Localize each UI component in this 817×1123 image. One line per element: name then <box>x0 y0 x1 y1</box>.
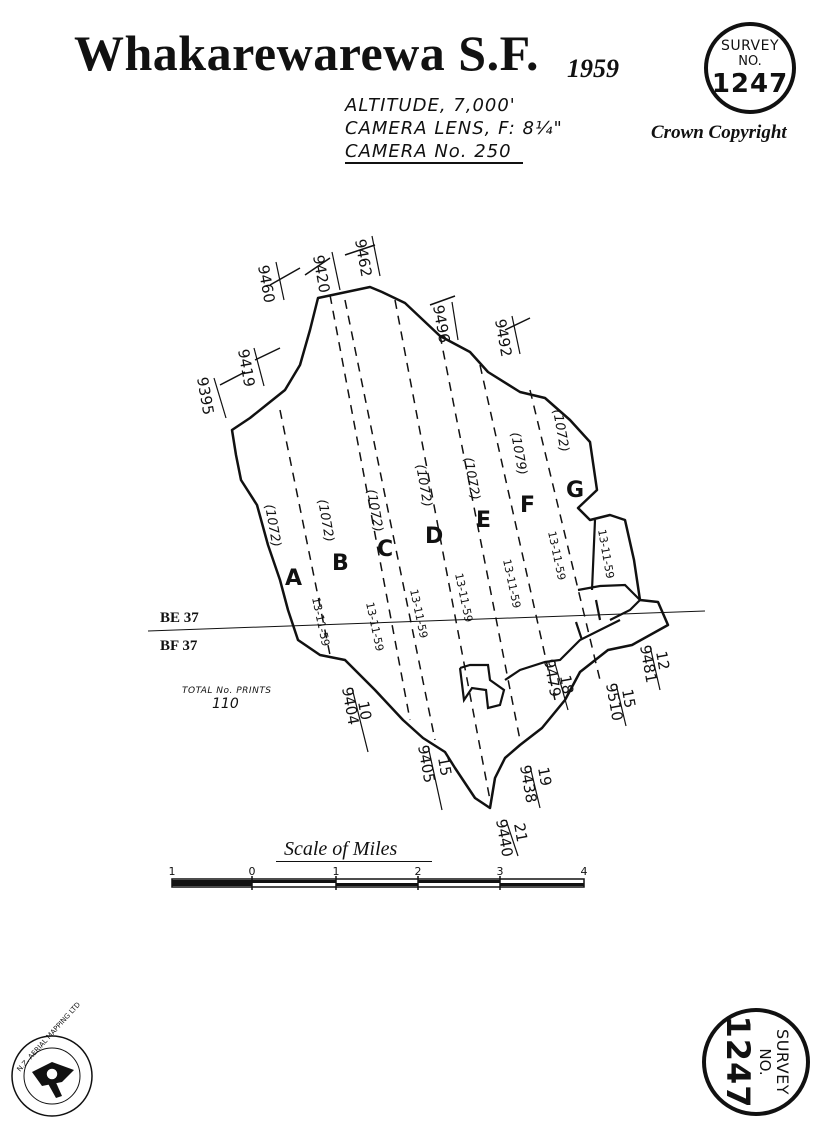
print-count-21: 21 <box>510 822 531 844</box>
crown-copyright: Crown Copyright <box>651 122 787 143</box>
print-number-9419: 9419 <box>234 348 258 389</box>
run-letter-b: B <box>332 551 349 576</box>
survey-badge-label: SURVEY <box>773 1029 792 1095</box>
scale-tick-1: 1 <box>333 865 340 878</box>
survey-badge-no: NO. <box>738 54 762 69</box>
print-count-19: 19 <box>534 766 555 788</box>
sheet-boundary-line <box>147 610 706 632</box>
flight-date-3: 13-11-59 <box>407 588 430 640</box>
map-year: 1959 <box>567 54 619 83</box>
scale-bar-segment <box>500 883 584 886</box>
scale-label: Scale of Miles <box>284 838 398 860</box>
scale-label-underline <box>276 861 432 862</box>
camera-number-text: CAMERA No. 250 <box>345 141 512 162</box>
map-title: Whakarewarewa S.F. <box>74 25 540 81</box>
scale-bar-segment <box>172 880 252 886</box>
survey-badge-bottom: SURVEY NO. 1247 <box>702 1008 810 1116</box>
run-heights: (1072) (1072) (1072) (1072) (1072) (1079… <box>261 408 571 548</box>
sheet-label-be: BE 37 <box>160 610 199 626</box>
scale-bar: 1 0 1 2 3 4 <box>169 865 588 890</box>
run-letter-a: A <box>285 566 302 591</box>
run-letter-d: D <box>425 524 443 549</box>
sheet-label-bf: BF 37 <box>160 638 198 654</box>
scale-tick-4: 4 <box>581 865 588 878</box>
scale-tick-3: 3 <box>497 865 504 878</box>
run-height-a: (1072) <box>261 503 283 548</box>
flight-runs <box>279 294 601 801</box>
total-prints-label: TOTAL No. PRINTS <box>182 686 272 696</box>
print-number-9462: 9462 <box>351 238 375 279</box>
run-letter-g: G <box>566 478 584 503</box>
flight-date-1: 13-11-59 <box>309 596 332 648</box>
scale-tick-1-left: 1 <box>169 865 176 878</box>
camera-lens-text: CAMERA LENS, F: 8¼" <box>345 118 563 139</box>
bottom-print-numbers: 9404 10 9405 15 9440 21 9438 19 9479 18 … <box>338 644 673 859</box>
compartment-boundary <box>458 519 641 710</box>
survey-badge-no: NO. <box>756 1048 774 1076</box>
forest-boundary <box>230 285 670 810</box>
print-number-9492: 9492 <box>491 318 515 359</box>
run-height-b: (1072) <box>314 498 336 543</box>
bottom-print-rules <box>351 645 661 857</box>
survey-badge-top: SURVEY NO. 1247 <box>704 22 796 114</box>
total-prints-value: 110 <box>212 696 239 712</box>
print-number-9460: 9460 <box>254 264 278 305</box>
print-count-15b: 15 <box>618 688 639 710</box>
top-print-numbers: 9395 9419 9460 9420 9462 9496 9492 <box>193 238 515 417</box>
scale-tick-2: 2 <box>415 865 422 878</box>
print-count-18: 18 <box>556 674 577 696</box>
run-letters: A B C D E F G <box>285 478 584 591</box>
scale-bar-segment <box>252 880 336 883</box>
survey-badge-number: 1247 <box>711 69 789 99</box>
print-number-9496: 9496 <box>429 304 453 345</box>
run-letter-f: F <box>520 493 535 518</box>
print-count-15a: 15 <box>434 756 455 778</box>
aerial-mapping-logo <box>11 1035 93 1117</box>
flight-date-5: 13-11-59 <box>500 558 523 610</box>
run-height-g: (1072) <box>549 408 571 453</box>
flight-date-6: 13-11-59 <box>545 530 568 582</box>
run-height-d: (1072) <box>412 463 434 508</box>
scale-bar-segment <box>336 883 418 886</box>
print-count-12: 12 <box>652 650 673 672</box>
specs-underline <box>345 162 523 164</box>
logo-text: N.Z. AERIAL MAPPING LTD <box>16 1001 83 1074</box>
survey-badge-label: SURVEY <box>720 38 780 54</box>
survey-badge-number: 1247 <box>719 1015 757 1109</box>
flight-dates: 13-11-59 13-11-59 13-11-59 13-11-59 13-1… <box>309 528 616 652</box>
run-end-ticks <box>219 244 531 386</box>
scale-tick-0: 0 <box>249 865 256 878</box>
run-height-c: (1072) <box>363 488 385 533</box>
camera-specs: ALTITUDE, 7,000' CAMERA LENS, F: 8¼" CAM… <box>345 94 563 163</box>
flight-date-2: 13-11-59 <box>363 601 386 653</box>
run-height-e: (1072) <box>460 456 482 501</box>
flight-date-7: 13-11-59 <box>595 528 616 579</box>
run-letter-c: C <box>377 537 393 562</box>
print-number-9420: 9420 <box>309 254 333 295</box>
scale-bar-segment <box>418 880 500 883</box>
run-height-f: (1079) <box>507 431 529 476</box>
top-print-rules <box>213 235 521 419</box>
run-letter-e: E <box>476 508 491 533</box>
print-number-9395: 9395 <box>193 376 217 417</box>
altitude-text: ALTITUDE, 7,000' <box>345 95 516 116</box>
